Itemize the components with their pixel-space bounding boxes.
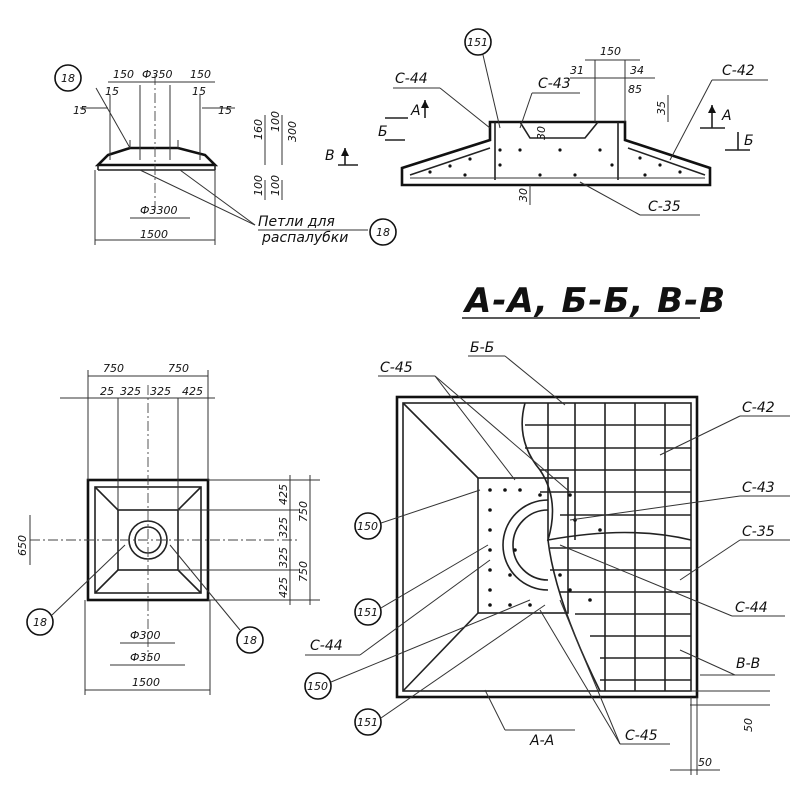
dim-35: 35 [655, 101, 668, 115]
dim-15-b: 15 [192, 85, 206, 98]
dim-300: 300 [286, 121, 299, 142]
mark-c35-plan: С-35 [742, 524, 775, 540]
label-bb: Б-Б [470, 340, 494, 356]
dim-150-left: 150 [113, 68, 134, 81]
mark-c44-plan-left: С-44 [310, 638, 343, 654]
section-opening [502, 499, 549, 591]
section-outline [400, 120, 712, 187]
dim-r425-a: 425 [277, 484, 290, 505]
mark-c44-section: С-44 [395, 71, 428, 87]
section-plan-inner [477, 477, 569, 614]
dim-phi350-plan: Ф350 [130, 651, 160, 664]
dim-phi300-plan: Ф300 [130, 629, 160, 642]
callout-151-middle [354, 598, 382, 626]
plan-view: 750 750 25 325 325 425 650 425 750 325 3… [16, 362, 320, 695]
dim-425: 425 [182, 385, 203, 398]
dim-r325-b: 325 [277, 547, 290, 568]
mark-c44-plan-right: С-44 [735, 600, 768, 616]
dim-r425-b: 425 [277, 577, 290, 598]
side-elevation: 150 Ф350 150 15 15 15 15 160 100 300 100… [54, 64, 397, 246]
cut-mark-b-left: Б [378, 124, 388, 140]
callout-151-bottom-label: 151 [357, 716, 378, 729]
cross-section: А Б А Б 150 31 34 85 35 30 30 С-44 С-43 … [378, 28, 768, 216]
callout-18-note [369, 218, 397, 246]
dim-15-a: 15 [105, 85, 119, 98]
callout-151-bottom [354, 708, 382, 736]
cut-mark-v: В [325, 148, 335, 164]
dim-r325-a: 325 [277, 517, 290, 538]
rebar-grid [525, 403, 691, 691]
dim-325-a: 325 [120, 385, 141, 398]
dim-650: 650 [16, 535, 29, 556]
dim-30-a: 30 [535, 126, 548, 140]
cut-mark-a-left: А [410, 103, 421, 119]
dim-150-section: 150 [600, 45, 621, 58]
dim-160: 160 [252, 119, 265, 140]
dim-100-b: 100 [252, 175, 265, 196]
callout-150-top [354, 512, 382, 540]
dim-100-a: 100 [269, 111, 282, 132]
callout-18-plan-left-label: 18 [33, 616, 47, 629]
note-loops-line2: распалубки [261, 230, 348, 246]
dim-750-right: 750 [168, 362, 189, 375]
callout-150-bottom [304, 672, 332, 700]
mark-c42-section: С-42 [722, 63, 755, 79]
callout-151-section-label: 151 [467, 36, 488, 49]
callout-18-top-label: 18 [61, 72, 75, 85]
section-rebar [428, 148, 682, 177]
callout-18-plan-right [236, 626, 264, 654]
callout-151-section [464, 28, 492, 56]
callout-18-top [54, 64, 82, 92]
cut-mark-a-right: А [721, 108, 732, 124]
dim-phi350: Ф350 [142, 68, 172, 81]
dim-1500-plan: 1500 [132, 676, 160, 689]
dim-750-left: 750 [103, 362, 124, 375]
dim-50-vertical: 50 [742, 718, 755, 732]
dim-25: 25 [100, 385, 114, 398]
dim-85: 85 [628, 83, 642, 96]
label-vv: В-В [736, 656, 760, 672]
dim-34: 34 [630, 64, 644, 77]
cut-mark-b-right: Б [744, 133, 754, 149]
dim-150-right: 150 [190, 68, 211, 81]
section-plan-dots [488, 488, 602, 607]
cut-boundary [521, 402, 692, 542]
dim-phi3300: Ф3300 [140, 204, 177, 217]
section-plan-outer [395, 395, 699, 699]
mark-c42-plan: С-42 [742, 400, 775, 416]
dim-50-horizontal: 50 [698, 756, 712, 769]
section-plan: Б-Б В-В А-А С-45 С-42 С-43 С-35 С-44 С-4… [304, 340, 790, 775]
drawing-title: А-А, Б-Б, В-В [462, 281, 726, 321]
callout-18-plan-right-label: 18 [243, 634, 257, 647]
callout-150-top-label: 150 [357, 520, 378, 533]
label-aa: А-А [529, 733, 554, 749]
dim-31: 31 [570, 64, 584, 77]
dim-15-d: 15 [218, 104, 232, 117]
callout-18-plan-left [26, 608, 54, 636]
note-loops-line1: Петли для [258, 214, 335, 230]
mark-c45-top: С-45 [380, 360, 413, 376]
dim-r750-a: 750 [297, 501, 310, 522]
mark-c43-section: С-43 [538, 76, 571, 92]
callout-150-bottom-label: 150 [307, 680, 328, 693]
dim-r750-b: 750 [297, 561, 310, 582]
callout-151-middle-label: 151 [357, 606, 378, 619]
dim-15-c: 15 [73, 104, 87, 117]
dim-325-b: 325 [150, 385, 171, 398]
mark-c35-section: С-35 [648, 199, 681, 215]
mark-c43-plan: С-43 [742, 480, 775, 496]
callout-18-note-label: 18 [376, 226, 390, 239]
dim-1500: 1500 [140, 228, 168, 241]
mark-c45-bottom: С-45 [625, 728, 658, 744]
dim-100-c: 100 [269, 175, 282, 196]
dim-30-b: 30 [517, 188, 530, 202]
elevation-outline [94, 146, 219, 167]
